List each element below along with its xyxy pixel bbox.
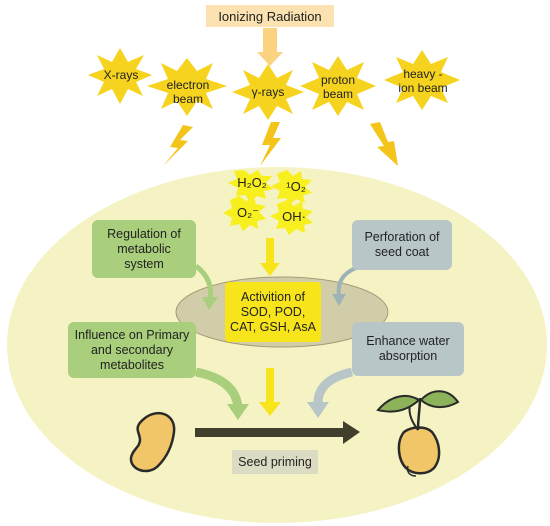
diagram-title: Ionizing Radiation [206, 5, 334, 27]
center-down-arrow [259, 368, 281, 416]
regulation-metabolic-box: Regulation of metabolic system [92, 220, 196, 278]
star-electron [147, 58, 227, 116]
curved-arrow-green-1 [194, 264, 218, 310]
ros-h2o2: H₂O₂ [237, 175, 267, 190]
star-heavy-ion [384, 50, 460, 110]
seed-icon [129, 412, 176, 473]
ros-superoxide: O₂⁻ [236, 205, 260, 220]
antioxidant-activation-text: Activition of SOD, POD, CAT, GSH, AsA [230, 289, 316, 334]
curved-arrow-green-2 [195, 367, 249, 420]
ros-star [271, 170, 312, 205]
seed-priming-label: Seed priming [232, 450, 318, 474]
curved-arrow-blue-1 [332, 266, 357, 306]
ros-star [223, 196, 266, 231]
influence-metabolites-box: Influence on Primary and secondary metab… [68, 322, 196, 378]
label-heavy-ion-beam: heavy -ion beam [388, 67, 458, 95]
label-heavy-ion-beam-text: heavy -ion beam [398, 67, 448, 95]
diagram-title-text: Ionizing Radiation [218, 8, 322, 24]
title-down-arrow [257, 28, 283, 66]
star-gamma [232, 64, 304, 120]
lightning-bolt-icon [163, 125, 193, 166]
lightning-bolt-icon [370, 122, 398, 166]
ros-hydroxyl: OH· [282, 209, 306, 224]
enhance-water-box: Enhance water absorption [352, 322, 464, 376]
label-electron-beam: electron beam [160, 78, 216, 106]
regulation-metabolic-text: Regulation of metabolic system [107, 226, 181, 271]
ros-down-arrow [260, 238, 280, 276]
perforation-seed-coat-text: Perforation of seed coat [364, 230, 440, 259]
enhance-water-text: Enhance water absorption [366, 334, 450, 363]
label-proton-beam-text: proton beam [320, 73, 356, 101]
label-proton-beam: proton beam [312, 73, 364, 101]
star-proton [300, 56, 376, 116]
seedling-icon [376, 390, 460, 477]
ros-singlet-oxygen: ¹O₂ [286, 179, 306, 194]
lightning-bolt-icon [260, 122, 281, 166]
influence-metabolites-text: Influence on Primary and secondary metab… [74, 327, 190, 372]
label-electron-beam-text: electron beam [166, 78, 210, 106]
curved-arrow-blue-2 [307, 367, 354, 418]
main-arrow [195, 421, 360, 444]
seed-priming-text: Seed priming [238, 454, 312, 469]
label-xrays: X-rays [103, 68, 139, 82]
perforation-seed-coat-box: Perforation of seed coat [352, 220, 452, 270]
ros-star [270, 200, 313, 235]
ros-star [228, 170, 274, 202]
antioxidant-activation-box: Activition of SOD, POD, CAT, GSH, AsA [225, 282, 321, 342]
star-xrays [88, 48, 152, 104]
label-gamma-rays: γ-rays [251, 85, 285, 99]
